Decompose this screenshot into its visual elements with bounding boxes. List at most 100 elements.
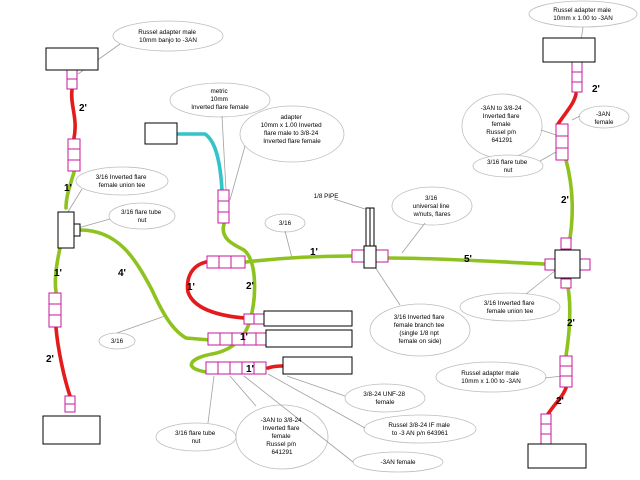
callout-an-bottom: -3AN to 3/8-24 Inverted flare female Rus… [261,417,304,456]
leader-metric-flare [221,115,227,191]
callout-an-right-top: -3AN to 3/8-24 Inverted flare female Rus… [481,105,524,144]
union-tee-left [57,211,75,249]
fitting-right-lower [559,355,573,388]
fitting-right-upper [555,123,569,161]
leader-adapter [229,145,246,201]
length-labels: 2' 1' 1' 2' 4' 2' 1' 1' 1' 1' 5' 2' 2' 2… [46,84,600,407]
union-tee-right [554,249,581,279]
fitting-port-2 [207,332,267,346]
box-bottom-left [42,415,101,445]
leader-size-316-left [116,315,166,334]
length-line-left-upper: 1' [64,183,72,194]
line-to-right-tee [386,256,548,266]
box-metric [144,122,178,145]
length-hose-center: 1' [187,282,195,293]
callout-adapter: adapter 10mm x 1.00 Inverted flare male … [261,114,324,145]
leader-flare-nut-left [77,218,111,229]
fitting-metric [217,189,230,224]
callout-russel-top-right-ellipse [528,0,638,28]
callout-russel-bottom-right: Russel adapter male 10mm x 1.00 to -3AN [461,370,521,385]
line-metric [175,132,224,192]
callout-russel-bottom-right-ellipse [435,361,547,393]
callout-flare-nut-left: 3/16 flare tube nut [121,209,163,224]
leader-pipe [333,198,366,210]
union-tee-left-nut [73,223,81,237]
length-hose-left-lower: 2' [46,354,54,365]
leader-union-tee-left [65,188,83,216]
component-boxes [42,37,596,469]
box-top-right [542,37,596,63]
callout-union-tee-left-ellipse [75,166,169,196]
tees [57,207,581,279]
fitting-right-tee-lower [560,278,572,289]
fitting-port-1 [243,313,265,325]
leader-universal-line [401,222,426,254]
line-left-upper [64,170,76,210]
leader-an-female-bottom [243,375,354,463]
callout-an-female-bottom: -3AN female [381,459,416,466]
fitting-bottom-right [540,413,552,445]
callout-branch-tee: 3/16 Inverted flare female branch tee (s… [394,314,447,345]
fitting-port-3 [205,361,267,375]
callout-unf: 3/8-24 UNF-28 female [363,391,406,406]
callout-unf-ellipse [344,383,426,413]
length-hose-top-right: 2' [592,84,600,95]
callout-flare-nut-right-ellipse [472,154,544,178]
callout-texts: Russel adapter male 10mm banjo to -3AN R… [96,7,614,466]
fitting-branch-tee [351,249,389,263]
length-hose-top-left: 2' [79,103,87,114]
box-bottom-right [527,443,587,469]
callout-russel-male: Russel 3/8-24 IF male to -3 AN p/n 64396… [388,422,451,437]
callout-an-bottom-ellipse [235,404,329,470]
line-left-middle [53,246,62,294]
callout-russel-top-left: Russel adapter male 10mm banjo to -3AN [138,29,198,44]
length-port-3: 1' [246,364,254,375]
box-port-1 [263,310,353,327]
callout-ellipses [75,0,638,473]
callout-metric-flare: metric 10mm Inverted flare female [191,88,249,111]
callout-branch-tee-ellipse [369,303,471,357]
callout-universal-line: 3/16 universal line w/nuts, flares [412,195,451,218]
box-port-2 [265,329,353,348]
line-right-lower [564,276,572,358]
hose-bottom-right [546,386,568,416]
length-right-lower: 2' [567,318,575,329]
callout-leaders [65,26,584,463]
callout-pipe: 1/8 PIPE [314,193,339,200]
callout-russel-top-right: Russel adapter male 10mm x 1.00 to -3AN [553,7,613,22]
callout-adapter-ellipse [239,105,345,163]
hose-port-3 [266,364,284,370]
length-line-left-branch: 4' [118,268,126,279]
callout-flare-nut-bottom: 3/16 flare tube nut [175,430,217,445]
fitting-left-lower [48,292,62,328]
hose-center [185,260,264,321]
line-to-branch-tee [244,254,354,264]
length-center-vertical: 2' [246,281,254,292]
callout-russel-top-left-ellipse [112,20,224,52]
fitting-top-left [66,69,78,90]
hose-top-right [556,92,578,126]
length-port-2: 1' [240,332,248,343]
leader-an-right-top [540,129,557,136]
hose-left-lower [54,326,72,398]
branch-tee [363,245,377,269]
leader-an-female-right [571,115,581,121]
leader-unf [286,375,346,397]
leader-russel-male [267,373,366,429]
callout-an-female-right-ellipse [578,105,630,129]
fitting-right-tee-upper [560,237,572,250]
leader-branch-tee [374,266,401,306]
callout-flare-nut-right: 3/16 flare tube nut [487,159,529,174]
fitting-top-right [571,61,583,93]
callout-union-tee-left: 3/16 Inverted flare female union tee [96,174,149,189]
leader-union-tee-right [525,269,557,295]
callout-flare-nut-left-ellipse [108,202,176,230]
box-top-left [45,47,99,71]
line-center-vertical [189,222,257,374]
callout-an-female-right: -3AN female [595,111,614,126]
length-to-branch-tee: 1' [310,247,318,258]
callout-flare-nut-bottom-ellipse [155,422,237,452]
box-port-3 [282,356,353,375]
